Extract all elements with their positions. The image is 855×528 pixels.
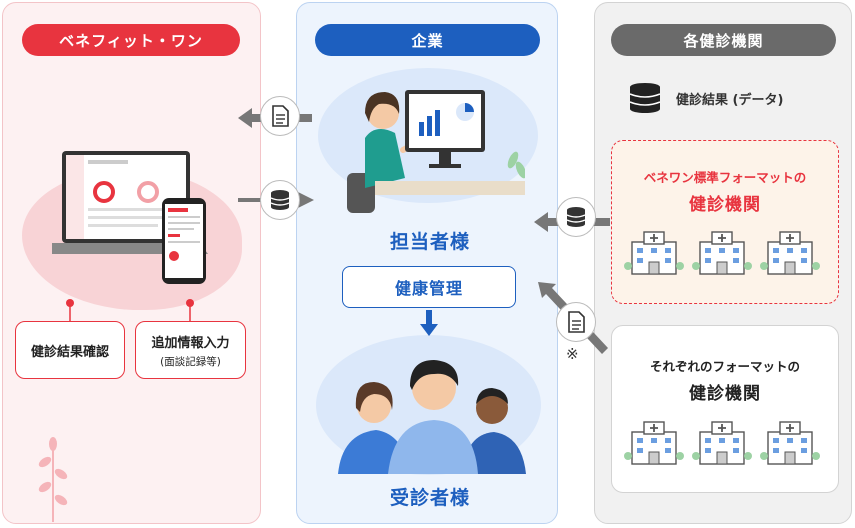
health-management-box: 健康管理 — [342, 266, 516, 308]
document-icon — [260, 96, 300, 136]
database-icon — [260, 180, 300, 220]
health-management-label: 健康管理 — [394, 279, 463, 298]
extra-info-label: 追加情報入力 — [151, 335, 230, 351]
result-check-label: 健診結果確認 — [30, 344, 109, 360]
examinees-label: 受診者様 — [389, 487, 470, 509]
database-icon — [556, 197, 596, 237]
extra-info-sublabel: (面談記録等) — [160, 355, 221, 368]
hospital-icon — [624, 421, 821, 465]
group-people-icon — [338, 360, 526, 474]
hospital-icon — [624, 231, 821, 275]
standard-institutions-label: 健診機関 — [689, 195, 761, 215]
company-header: 企業 — [315, 24, 540, 56]
person-at-monitor-icon — [347, 90, 525, 213]
document-icon — [556, 302, 596, 342]
smartphone-icon — [162, 198, 206, 284]
other-format-label: それぞれのフォーマットの — [649, 359, 800, 374]
institutions-header: 各健診機関 — [611, 24, 836, 56]
database-icon — [629, 83, 661, 113]
standard-format-institutions-box: ベネワン標準フォーマットの 健診機関 — [611, 140, 839, 304]
other-institutions-label: 健診機関 — [689, 384, 761, 404]
plant-decoration-icon — [38, 437, 68, 522]
other-format-institutions-box: それぞれのフォーマットの 健診機関 — [611, 325, 839, 493]
benefit-one-header: ベネフィット・ワン — [22, 24, 240, 56]
standard-format-label: ベネワン標準フォーマットの — [643, 170, 807, 185]
down-arrow-icon — [420, 310, 438, 336]
extra-info-box: 追加情報入力 (面談記録等) — [135, 321, 246, 379]
device-connectors — [66, 299, 194, 322]
staff-label: 担当者様 — [389, 231, 470, 253]
result-check-box: 健診結果確認 — [15, 321, 125, 379]
data-result-label: 健診結果 (データ) — [676, 93, 784, 108]
note-mark: ※ — [566, 345, 579, 363]
